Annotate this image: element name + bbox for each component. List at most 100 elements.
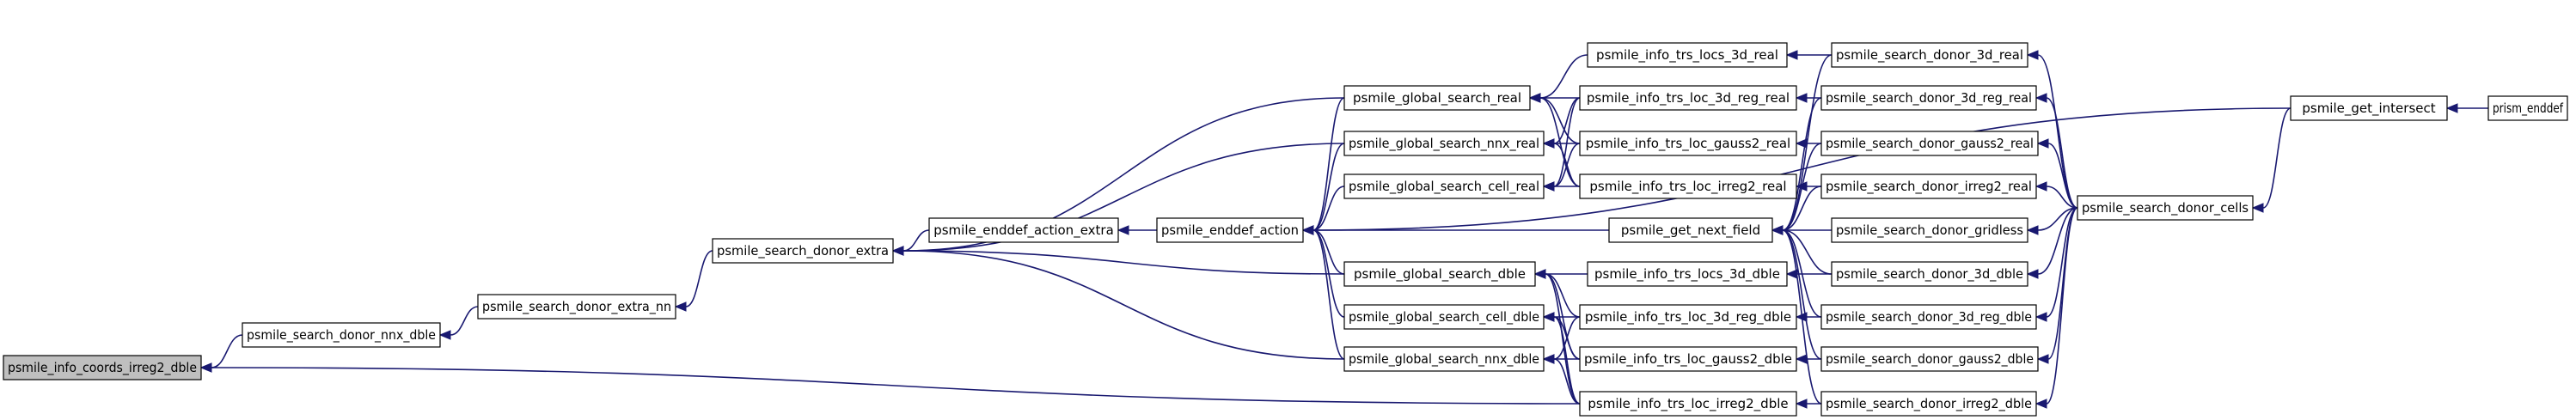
node-gs-cell-real[interactable]: psmile_global_search_cell_real — [1343, 173, 1545, 199]
node-label: psmile_info_trs_loc_3d_reg_dble — [1585, 309, 1791, 326]
node-box — [3, 355, 202, 380]
node-coords[interactable]: psmile_info_coords_irreg2_dble — [3, 355, 202, 380]
node-sd-3dreg-dble[interactable]: psmile_search_donor_3d_reg_dble — [1820, 304, 2037, 330]
edge-sd-cells-to-sd-irreg2-dble — [2046, 207, 2078, 405]
node-label: psmile_enddef_action_extra — [933, 222, 1114, 239]
edge-get-intersect-to-enddef-action — [1312, 107, 2291, 231]
node-locs3d-real[interactable]: psmile_info_trs_locs_3d_real — [1587, 42, 1788, 68]
node-sd-gridless[interactable]: psmile_search_donor_gridless — [1831, 217, 2028, 243]
node-sd-gauss2-dble[interactable]: psmile_search_donor_gauss2_dble — [1820, 346, 2039, 372]
edge-gs-dble-to-extra — [903, 250, 1345, 275]
arrowhead — [891, 246, 904, 256]
node-nnx-dble[interactable]: psmile_search_donor_nnx_dble — [242, 322, 441, 348]
node-label: psmile_info_trs_locs_3d_real — [1596, 47, 1778, 64]
edge-sd-gauss2-real-to-get-next-field — [1782, 143, 1822, 231]
node-action-extra[interactable]: psmile_enddef_action_extra — [928, 217, 1119, 243]
nodes-layer: psmile_info_coords_irreg2_dble psmile_sea… — [3, 42, 2568, 417]
node-label: psmile_get_intersect — [2302, 100, 2435, 117]
edge-sd-3d-dble-to-get-next-field — [1782, 229, 1833, 275]
node-label: psmile_search_donor_gauss2_dble — [1826, 351, 2034, 368]
node-box — [1587, 261, 1788, 287]
edge-gs-dble-to-enddef-action — [1312, 229, 1345, 275]
node-label: psmile_search_donor_gauss2_real — [1826, 136, 2034, 152]
node-irreg2-real[interactable]: psmile_info_trs_loc_irreg2_real — [1579, 173, 1797, 199]
node-loc3dreg-real[interactable]: psmile_info_trs_loc_3d_reg_real — [1579, 85, 1797, 111]
arrowhead — [2026, 269, 2039, 279]
node-sd-irreg2-dble[interactable]: psmile_search_donor_irreg2_dble — [1820, 391, 2037, 417]
edge-extra-nn-to-nnx-dble — [450, 306, 479, 336]
node-label: psmile_search_donor_irreg2_dble — [1826, 396, 2032, 412]
edge-get-intersect-to-sd-cells — [2262, 107, 2291, 209]
node-label: psmile_search_donor_extra — [717, 243, 889, 259]
edge-loc3dreg-real-to-gs-nnx-real — [1553, 97, 1581, 144]
arrowhead — [1542, 312, 1555, 322]
arrowhead — [2034, 181, 2047, 192]
node-gs-cell-dble[interactable]: psmile_global_search_cell_dble — [1343, 304, 1545, 330]
node-label: psmile_info_trs_loc_gauss2_real — [1586, 136, 1790, 152]
arrowhead — [1795, 354, 1808, 364]
node-label: psmile_enddef_action — [1161, 222, 1299, 239]
arrowhead — [1117, 225, 1129, 235]
node-box — [1343, 304, 1545, 330]
node-sd-gauss2-real[interactable]: psmile_search_donor_gauss2_real — [1820, 131, 2039, 156]
node-box — [1343, 173, 1545, 199]
edge-gauss2-real-to-gs-real — [1539, 97, 1581, 144]
node-irreg2-dble[interactable]: psmile_info_trs_loc_irreg2_dble — [1579, 391, 1797, 417]
node-gs-real[interactable]: psmile_global_search_real — [1343, 85, 1531, 111]
node-extra[interactable]: psmile_search_donor_extra — [712, 238, 894, 264]
node-label: psmile_global_search_cell_dble — [1349, 309, 1539, 326]
node-gs-dble[interactable]: psmile_global_search_dble — [1343, 261, 1536, 287]
node-gs-nnx-real[interactable]: psmile_global_search_nnx_real — [1343, 131, 1545, 156]
node-sd-3d-real[interactable]: psmile_search_donor_3d_real — [1831, 42, 2028, 68]
edge-sd-irreg2-real-to-get-next-field — [1782, 186, 1822, 231]
node-box — [1820, 131, 2039, 156]
arrowhead — [2026, 225, 2039, 235]
arrowhead — [1533, 269, 1546, 279]
node-label: psmile_search_donor_3d_dble — [1836, 266, 2023, 283]
node-locs3d-dble[interactable]: psmile_info_trs_locs_3d_dble — [1587, 261, 1788, 287]
edge-sd-cells-to-sd-irreg2-real — [2046, 186, 2078, 209]
node-sd-3dreg-real[interactable]: psmile_search_donor_3d_reg_real — [1820, 85, 2037, 111]
arrowhead — [1795, 93, 1808, 103]
edge-irreg2-dble-to-coords — [211, 367, 1581, 405]
node-sd-3d-dble[interactable]: psmile_search_donor_3d_dble — [1831, 261, 2028, 287]
node-get-next-field[interactable]: psmile_get_next_field — [1608, 217, 1773, 243]
arrowhead — [438, 330, 451, 340]
node-box — [1579, 85, 1797, 111]
node-enddef-action[interactable]: psmile_enddef_action — [1156, 217, 1304, 243]
node-prism-enddef[interactable]: prism_enddef — [2487, 95, 2568, 121]
node-label: psmile_global_search_cell_real — [1349, 179, 1539, 195]
node-label: psmile_search_donor_extra_nn — [482, 299, 671, 315]
node-get-intersect[interactable]: psmile_get_intersect — [2290, 95, 2448, 121]
node-box — [1831, 217, 2028, 243]
node-box — [477, 294, 676, 320]
node-box — [1343, 261, 1536, 287]
node-box — [1820, 391, 2037, 417]
edge-gs-cell-real-to-enddef-action — [1312, 186, 1345, 231]
edge-irreg2-dble-to-gs-dble — [1545, 273, 1581, 405]
edge-gs-nnx-dble-to-extra — [903, 250, 1345, 360]
node-gauss2-dble[interactable]: psmile_info_trs_loc_gauss2_dble — [1579, 346, 1797, 372]
node-label: psmile_search_donor_cells — [2082, 200, 2249, 216]
arrowhead — [2445, 103, 2458, 113]
node-label: psmile_info_trs_loc_irreg2_dble — [1588, 396, 1788, 412]
arrowhead — [2026, 50, 2039, 60]
node-gs-nnx-dble[interactable]: psmile_global_search_nnx_dble — [1343, 346, 1545, 372]
node-extra-nn[interactable]: psmile_search_donor_extra_nn — [477, 294, 676, 320]
node-gauss2-real[interactable]: psmile_info_trs_loc_gauss2_real — [1579, 131, 1797, 156]
node-box — [1343, 85, 1531, 111]
edge-loc3dreg-dble-to-gs-nnx-dble — [1553, 316, 1581, 360]
node-label: psmile_global_search_nnx_real — [1349, 136, 1539, 152]
node-label: psmile_info_trs_loc_gauss2_dble — [1584, 351, 1792, 368]
arrowhead — [1301, 225, 1314, 235]
node-label: psmile_info_trs_loc_irreg2_real — [1589, 179, 1786, 195]
node-sd-irreg2-real[interactable]: psmile_search_donor_irreg2_real — [1820, 173, 2037, 199]
arrowhead — [1785, 50, 1798, 60]
node-sd-cells[interactable]: psmile_search_donor_cells — [2077, 195, 2254, 221]
node-box — [928, 217, 1119, 243]
edge-loc3dreg-real-to-gs-cell-real — [1553, 97, 1581, 187]
node-box — [1579, 391, 1797, 417]
arrowhead — [1542, 138, 1555, 149]
edge-gs-nnx-real-to-enddef-action — [1312, 143, 1345, 231]
node-loc3dreg-dble[interactable]: psmile_info_trs_loc_3d_reg_dble — [1579, 304, 1797, 330]
